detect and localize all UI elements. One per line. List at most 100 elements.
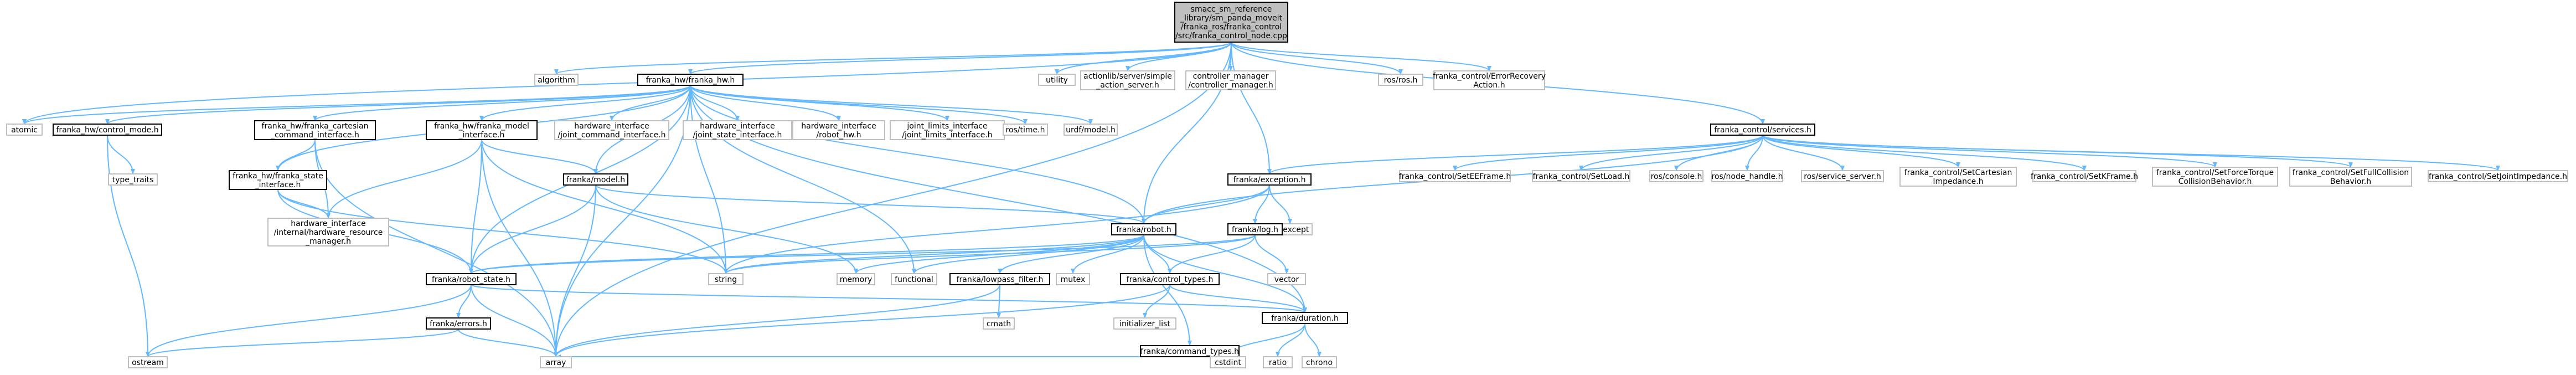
node-initializer-list[interactable]: initializer_list xyxy=(1113,317,1176,330)
node-cmath[interactable]: cmath xyxy=(983,317,1015,330)
node-algorithm[interactable]: algorithm xyxy=(534,74,579,86)
node-franka-duration[interactable]: franka/duration.h xyxy=(1262,312,1348,324)
edge-franka_log-to-robot_state xyxy=(469,234,1256,274)
node-root[interactable]: smacc_sm_reference_library/sm_panda_move… xyxy=(1174,2,1288,43)
node-control-types[interactable]: franka/control_types.h xyxy=(1120,273,1220,285)
node-label: franka_control/SetForceTorque xyxy=(2156,168,2274,177)
node-box xyxy=(949,273,1050,285)
edge-franka_robot-to-memory xyxy=(854,234,1144,274)
node-functional[interactable]: functional xyxy=(891,273,937,285)
node-box xyxy=(1080,70,1175,90)
node-utility[interactable]: utility xyxy=(1038,74,1076,86)
edge-franka_hw-to-functional xyxy=(690,85,916,274)
edge-franka_robot-to-functional xyxy=(912,234,1144,274)
edge-root-to-algorithm xyxy=(554,42,1232,75)
edge-services-to-set_load xyxy=(1579,135,1763,171)
node-box xyxy=(683,120,792,140)
node-atomic[interactable]: atomic xyxy=(6,124,43,136)
node-lowpass-filter[interactable]: franka/lowpass_filter.h xyxy=(949,273,1050,285)
edge-franka_model-to-robot_state xyxy=(469,184,596,274)
edge-lowpass_filter-to-cmath xyxy=(997,284,1002,319)
node-ros-time[interactable]: ros/time.h xyxy=(1003,124,1048,136)
node-label: _interface.h xyxy=(255,181,301,189)
node-label: /joint_state_interface.h xyxy=(693,131,782,140)
node-robot-state[interactable]: franka/robot_state.h xyxy=(426,273,517,285)
node-mutex[interactable]: mutex xyxy=(1056,273,1090,285)
node-box xyxy=(983,317,1015,330)
node-simple-action-server[interactable]: actionlib/server/simple_action_server.h xyxy=(1080,70,1175,90)
node-hw-resource-manager[interactable]: hardware_interface/internal/hardware_res… xyxy=(267,218,389,246)
node-ros-node-handle[interactable]: ros/node_handle.h xyxy=(1711,170,1783,182)
edge-franka_log-to-vector xyxy=(1255,234,1289,274)
edge-services-to-ros_node_handle xyxy=(1745,135,1763,171)
node-cstdint[interactable]: cstdint xyxy=(1210,356,1246,368)
node-hw-robot-hw[interactable]: hardware_interface/robot_hw.h xyxy=(792,120,885,140)
node-franka-errors[interactable]: franka/errors.h xyxy=(426,317,491,330)
node-model-interface[interactable]: franka_hw/franka_model_interface.h xyxy=(426,120,538,140)
node-label: franka/model.h xyxy=(566,176,625,184)
node-ros-console[interactable]: ros/console.h xyxy=(1649,170,1703,182)
edge-cartesian_cmd-to-array xyxy=(314,139,558,357)
node-box xyxy=(254,120,376,140)
node-state-interface[interactable]: franka_hw/franka_state_interface.h xyxy=(229,170,327,190)
node-label: franka/log.h xyxy=(1232,225,1278,234)
node-box xyxy=(1399,170,1511,182)
node-set-load[interactable]: franka_control/SetLoad.h xyxy=(1532,170,1630,182)
node-ros-service-server[interactable]: ros/service_server.h xyxy=(1801,170,1884,182)
edge-root-to-array xyxy=(554,42,1232,357)
edge-franka_hw-to-string xyxy=(690,85,728,274)
node-label: urdf/model.h xyxy=(1066,126,1116,135)
node-memory[interactable]: memory xyxy=(837,273,875,285)
node-label: ros/service_server.h xyxy=(1804,172,1881,181)
node-box xyxy=(554,120,669,140)
node-box xyxy=(1378,74,1423,86)
node-chrono[interactable]: chrono xyxy=(1302,356,1337,368)
edge-franka_duration-to-chrono xyxy=(1304,323,1321,357)
node-vector[interactable]: vector xyxy=(1267,273,1306,285)
edge-services-to-set_k_frame xyxy=(1762,135,2087,171)
node-urdf-model[interactable]: urdf/model.h xyxy=(1064,124,1118,136)
node-hw-pos-cmd[interactable]: hardware_interface/joint_command_interfa… xyxy=(554,120,669,140)
edge-robot_state-to-array xyxy=(471,284,558,357)
node-box xyxy=(1899,167,2017,187)
node-controller-manager[interactable]: controller_manager/controller_manager.h xyxy=(1185,70,1276,90)
node-services[interactable]: franka_control/services.h xyxy=(1710,124,1815,136)
edge-model_interface-to-robot_state xyxy=(469,139,482,274)
node-set-force-torque[interactable]: franka_control/SetForceTorqueCollisionBe… xyxy=(2152,167,2278,187)
node-set-full-collision[interactable]: franka_control/SetFullCollisionBehavior.… xyxy=(2289,167,2412,187)
node-label: franka_hw/control_mode.h xyxy=(56,126,158,135)
node-label: franka/errors.h xyxy=(430,320,487,328)
node-label: cmath xyxy=(987,320,1011,328)
node-string[interactable]: string xyxy=(708,273,744,285)
node-franka-robot[interactable]: franka/robot.h xyxy=(1111,223,1176,235)
node-set-ee-frame[interactable]: franka_control/SetEEFrame.h xyxy=(1399,170,1511,182)
node-franka-exception[interactable]: franka/exception.h xyxy=(1227,173,1312,186)
node-franka-hw[interactable]: franka_hw/franka_hw.h xyxy=(637,74,744,86)
node-command-types[interactable]: franka/command_types.h xyxy=(1140,345,1240,357)
node-array[interactable]: array xyxy=(540,356,572,368)
node-joint-limits[interactable]: joint_limits_interface/joint_limits_inte… xyxy=(890,120,1005,140)
node-ratio[interactable]: ratio xyxy=(1263,356,1293,368)
edge-franka_duration-to-ratio xyxy=(1276,323,1305,357)
node-ros-ros[interactable]: ros/ros.h xyxy=(1378,74,1423,86)
node-box xyxy=(1113,317,1176,330)
node-label: cstdint xyxy=(1215,358,1241,367)
node-cartesian-cmd[interactable]: franka_hw/franka_cartesian_command_inter… xyxy=(254,120,376,140)
node-label: /src/franka_control_node.cpp xyxy=(1175,32,1287,40)
node-type-traits[interactable]: type_traits xyxy=(108,173,158,186)
node-set-joint-impedance[interactable]: franka_control/SetJointImpedance.h xyxy=(2428,170,2568,182)
node-franka-model[interactable]: franka/model.h xyxy=(563,173,628,186)
edge-services-to-ros_service_server xyxy=(1762,135,1845,171)
node-label: _interface.h xyxy=(458,131,505,140)
node-franka-log[interactable]: franka/log.h xyxy=(1227,223,1283,235)
node-control-mode[interactable]: franka_hw/control_mode.h xyxy=(53,124,162,136)
node-label: vector xyxy=(1274,275,1299,284)
node-hw-joint-state[interactable]: hardware_interface/joint_state_interface… xyxy=(683,120,792,140)
node-label: Action.h xyxy=(1473,81,1505,90)
node-set-k-frame[interactable]: franka_control/SetKFrame.h xyxy=(2031,170,2138,182)
node-box xyxy=(1056,273,1090,285)
node-ostream[interactable]: ostream xyxy=(128,356,168,368)
node-label: ostream xyxy=(132,358,164,367)
